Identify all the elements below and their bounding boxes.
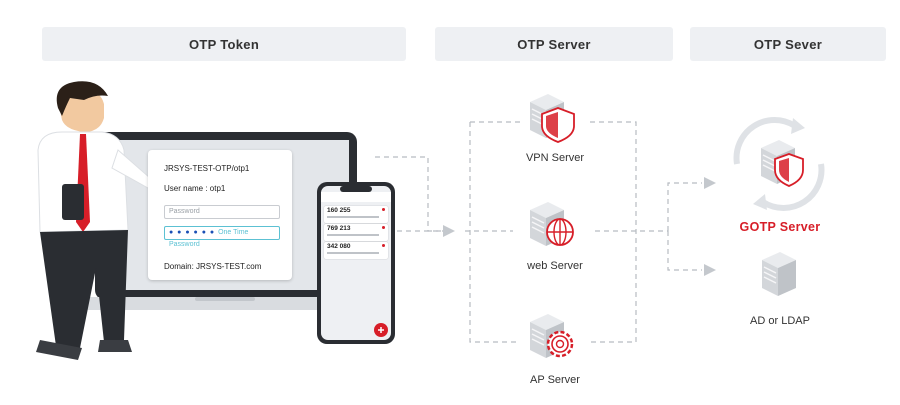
otp-dots: ● ● ● ● ● ● [169, 229, 216, 236]
arrow-to-gotp [704, 177, 716, 189]
token-indicator [382, 244, 385, 247]
vpn-server-icon [529, 93, 575, 143]
connector-lines [375, 121, 702, 343]
otp-placeholder: One Time Password [169, 229, 249, 248]
ad-ldap-server-icon [761, 251, 797, 297]
token-card[interactable]: 769 213 [324, 224, 388, 241]
token-indicator [382, 208, 385, 211]
password-field[interactable]: Password [164, 205, 280, 219]
token-subtext [327, 216, 379, 218]
gotp-server-icon [733, 117, 825, 211]
otp-field[interactable]: ● ● ● ● ● ●One Time Password [164, 226, 280, 248]
token-code: 342 080 [327, 243, 351, 250]
person-illustration [36, 81, 166, 360]
ap-server-icon [529, 313, 574, 359]
token-code: 769 213 [327, 225, 351, 232]
token-indicator [382, 226, 385, 229]
ap-server-label: AP Server [530, 374, 580, 386]
header-otp-token: OTP Token [42, 27, 406, 61]
token-card[interactable]: 160 255 [324, 206, 388, 223]
token-subtext [327, 252, 379, 254]
arrow-to-ad [704, 264, 716, 276]
domain-label: Domain: JRSYS-TEST.com [164, 262, 262, 271]
token-card[interactable]: 342 080 [324, 242, 388, 259]
web-server-label: web Server [527, 260, 583, 272]
ad-ldap-label: AD or LDAP [750, 315, 810, 327]
header-otp-server: OTP Server [435, 27, 673, 61]
header-otp-sever: OTP Sever [690, 27, 886, 61]
account-label: JRSYS-TEST-OTP/otp1 [164, 164, 250, 173]
login-form: JRSYS-TEST-OTP/otp1 User name : otp1 Pas… [148, 150, 292, 280]
vpn-server-label: VPN Server [525, 152, 585, 164]
token-subtext [327, 234, 379, 236]
web-server-icon [529, 201, 574, 247]
arrow-to-servers [443, 225, 455, 237]
username-label: User name : otp1 [164, 184, 226, 193]
gotp-server-label: GOTP Server [739, 220, 821, 234]
token-code: 160 255 [327, 207, 351, 214]
